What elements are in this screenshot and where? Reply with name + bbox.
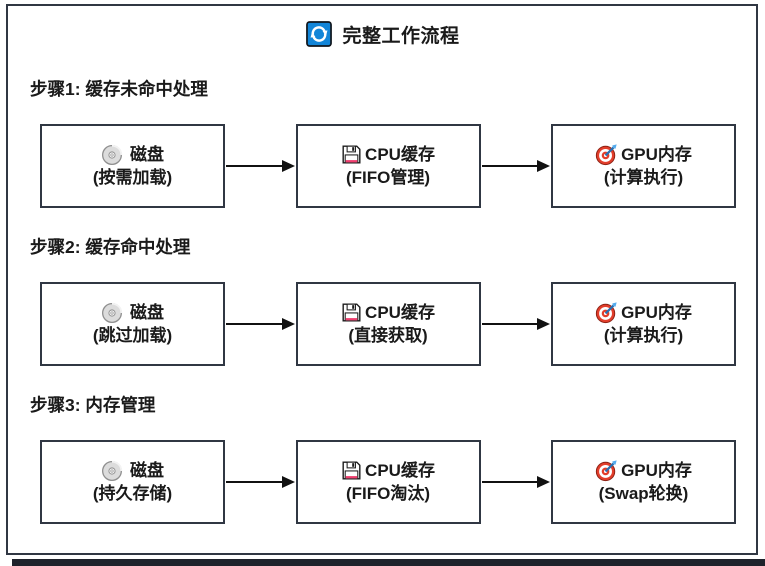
floppy-disk-icon — [341, 302, 362, 323]
step-2-label: 步骤2: 缓存命中处理 — [30, 237, 191, 257]
node-subtitle: (跳过加载) — [92, 326, 173, 345]
diagram-title-row: 完整工作流程 — [30, 18, 736, 50]
refresh-icon — [306, 21, 333, 47]
arrow-right — [481, 476, 552, 488]
node-disk-step3: 磁盘 (持久存储) — [40, 440, 225, 524]
page-title: 完整工作流程 — [342, 25, 460, 47]
node-title: 磁盘 — [130, 461, 164, 480]
node-title: GPU内存 — [621, 303, 692, 322]
node-title: CPU缓存 — [365, 461, 435, 480]
step-3-label: 步骤3: 内存管理 — [30, 395, 156, 415]
cd-disk-icon — [101, 302, 123, 324]
node-gpu-memory-step1: GPU内存 (计算执行) — [551, 124, 736, 208]
node-subtitle: (直接获取) — [348, 326, 428, 345]
dart-target-icon — [595, 301, 618, 324]
node-title: 磁盘 — [130, 145, 164, 164]
cd-disk-icon — [101, 460, 123, 482]
arrow-right — [225, 318, 296, 330]
node-cpu-cache-step3: CPU缓存 (FIFO淘汰) — [295, 440, 481, 524]
workflow-diagram-frame: 完整工作流程 步骤1: 缓存未命中处理 磁盘 (按需加载) — [6, 4, 758, 555]
node-subtitle: (持久存储) — [92, 484, 173, 503]
node-subtitle: (计算执行) — [603, 326, 684, 345]
node-disk-step2: 磁盘 (跳过加载) — [40, 282, 225, 366]
arrow-right — [481, 318, 552, 330]
node-gpu-memory-step3: GPU内存 (Swap轮换) — [551, 440, 736, 524]
cd-disk-icon — [101, 144, 123, 166]
node-cpu-cache-step2: CPU缓存 (直接获取) — [295, 282, 481, 366]
node-subtitle: (计算执行) — [603, 168, 684, 187]
node-subtitle: (FIFO淘汰) — [345, 484, 431, 503]
step-3-flow-row: 磁盘 (持久存储) CPU缓存 (FIFO淘汰) — [40, 440, 736, 524]
node-subtitle: (FIFO管理) — [345, 168, 431, 187]
node-title: CPU缓存 — [365, 303, 435, 322]
node-title: GPU内存 — [621, 461, 692, 480]
bottom-edge-bar — [12, 559, 765, 566]
node-disk-step1: 磁盘 (按需加载) — [40, 124, 225, 208]
arrow-right — [481, 160, 552, 172]
dart-target-icon — [595, 459, 618, 482]
arrow-right — [225, 476, 296, 488]
node-title: CPU缓存 — [365, 145, 435, 164]
dart-target-icon — [595, 143, 618, 166]
node-cpu-cache-step1: CPU缓存 (FIFO管理) — [295, 124, 481, 208]
node-title: GPU内存 — [621, 145, 692, 164]
arrow-right — [225, 160, 296, 172]
step-2-flow-row: 磁盘 (跳过加载) CPU缓存 (直接获取) — [40, 282, 736, 366]
node-subtitle: (按需加载) — [92, 168, 173, 187]
node-subtitle: (Swap轮换) — [598, 484, 689, 503]
floppy-disk-icon — [341, 144, 362, 165]
floppy-disk-icon — [341, 460, 362, 481]
node-gpu-memory-step2: GPU内存 (计算执行) — [551, 282, 736, 366]
step-1-flow-row: 磁盘 (按需加载) CPU缓存 (FIFO管理) — [40, 124, 736, 208]
step-1-label: 步骤1: 缓存未命中处理 — [30, 79, 208, 99]
node-title: 磁盘 — [130, 303, 164, 322]
